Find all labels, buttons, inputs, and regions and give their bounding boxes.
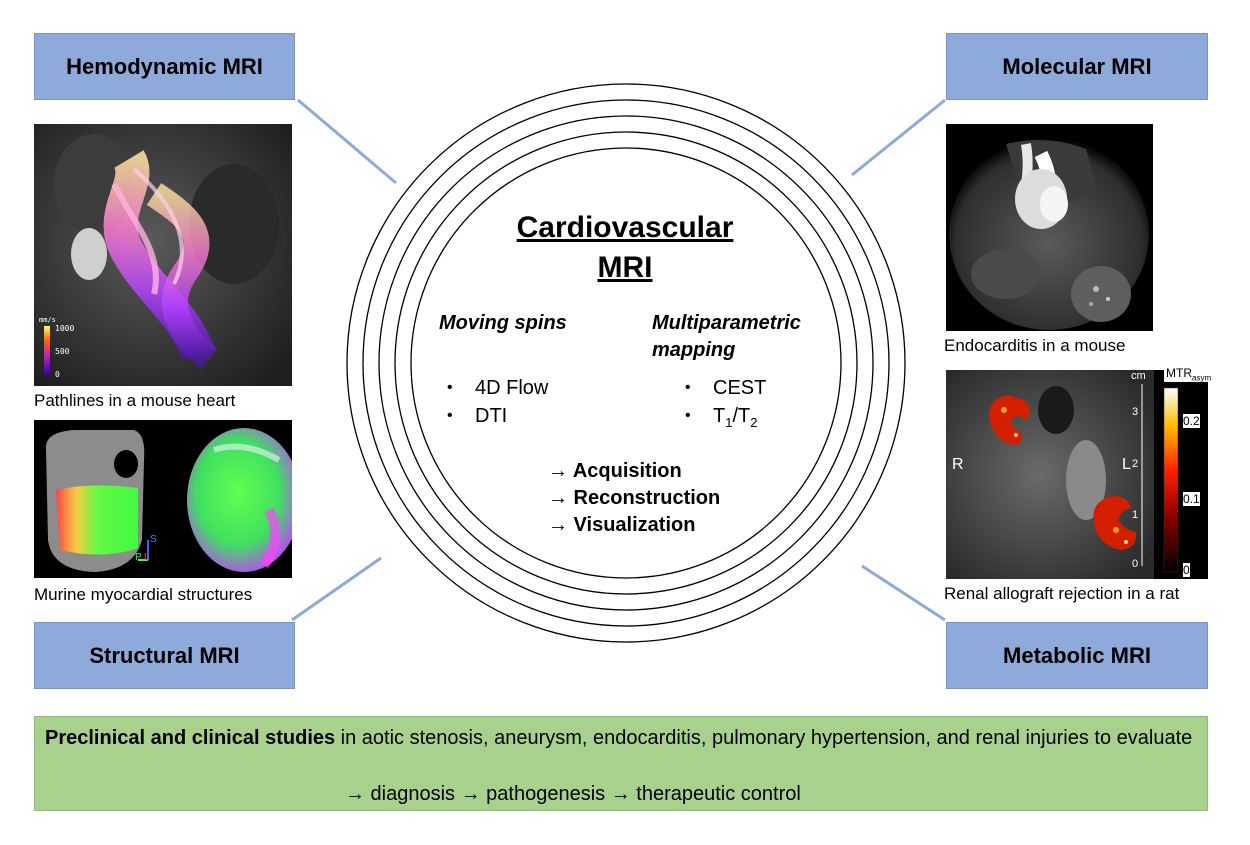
moving-spins-list: 4D Flow DTI [447, 374, 548, 430]
t1-subscript: 1 [725, 415, 733, 430]
pathlines-colorbar-tick-mid: 500 [55, 347, 70, 356]
pathlines-image: mm/s 1000 500 0 [34, 124, 292, 386]
axis-label-l: L [144, 552, 150, 563]
multiparametric-list: CEST T1/T2 [685, 374, 766, 437]
pathlines-caption: Pathlines in a mouse heart [34, 391, 236, 410]
renal-scale-unit: cm [1131, 370, 1146, 382]
structural-mri-box: Structural MRI [34, 622, 295, 689]
endocarditis-caption: Endocarditis in a mouse [944, 336, 1126, 355]
step-reconstruction: → Reconstruction [548, 487, 721, 509]
ring-1 [346, 83, 906, 643]
molecular-mri-label: Molecular MRI [1002, 53, 1152, 79]
axis-label-s: S [150, 534, 157, 545]
list-item: 4D Flow [447, 374, 548, 402]
renal-scale-tick-3: 3 [1132, 406, 1139, 418]
t1-base: T [713, 405, 726, 427]
workflow-steps: → Acquisition → Reconstruction → Visuali… [548, 458, 720, 539]
ring-5 [410, 147, 842, 579]
renal-colorbar-title-base: MTR [1166, 366, 1192, 380]
list-item: T1/T2 [685, 402, 766, 437]
multiparametric-heading-line1: Multiparametric [652, 312, 801, 334]
hemodynamic-mri-box: Hemodynamic MRI [34, 33, 295, 100]
step-visualization: → Visualization [548, 514, 696, 536]
ring-2 [362, 99, 890, 627]
metabolic-mri-label: Metabolic MRI [1003, 642, 1151, 668]
renal-colorbar-tick-02: 0.2 [1183, 414, 1200, 428]
concentric-rings [346, 83, 906, 643]
metabolic-mri-box: Metabolic MRI [946, 622, 1208, 689]
ring-4 [394, 131, 858, 595]
studies-bold-text: Preclinical and clinical studies [45, 727, 336, 749]
renal-image: R L cm 3 2 1 0 [946, 370, 1208, 579]
center-title-line1: Cardiovascular [516, 211, 734, 244]
renal-scale-tick-2: 2 [1132, 458, 1139, 470]
renal-colorbar-title: MTRasym [1164, 366, 1214, 383]
studies-outcomes: → diagnosis → pathogenesis → therapeutic… [345, 783, 801, 805]
pathlines-colorbar-unit: mm/s [39, 316, 56, 324]
connector-structural [291, 556, 382, 622]
pathlines-colorbar-tick-max: 1000 [55, 324, 75, 333]
multiparametric-mapping-heading: Multiparametric mapping [652, 310, 801, 364]
list-item: DTI [447, 402, 548, 430]
endocarditis-image [946, 124, 1153, 331]
renal-colorbar-tick-01: 0.1 [1183, 492, 1200, 506]
myocardial-caption: Murine myocardial structures [34, 585, 253, 604]
t2-subscript: 2 [750, 415, 758, 430]
center-title: Cardiovascular MRI [470, 208, 780, 288]
connector-metabolic [861, 564, 946, 622]
renal-side-right-label: R [952, 456, 964, 473]
moving-spins-heading: Moving spins [439, 312, 567, 334]
renal-side-left-label: L [1122, 456, 1131, 473]
pathlines-colorbar-tick-min: 0 [55, 370, 60, 379]
step-acquisition: → Acquisition [548, 460, 682, 482]
structural-mri-label: Structural MRI [89, 642, 240, 668]
connector-molecular [851, 98, 946, 177]
studies-box: Preclinical and clinical studies in aoti… [34, 716, 1208, 811]
renal-scale-tick-1: 1 [1132, 509, 1139, 521]
renal-caption: Renal allograft rejection in a rat [944, 584, 1180, 603]
multiparametric-heading-line2: mapping [652, 339, 736, 361]
renal-scale-tick-0: 0 [1132, 558, 1139, 570]
t2-base: /T [732, 405, 751, 427]
ring-3 [378, 115, 874, 611]
myocardial-structures-image: P L S [34, 420, 292, 578]
renal-colorbar-tick-0: 0 [1183, 563, 1190, 577]
list-item: CEST [685, 374, 766, 402]
hemodynamic-mri-label: Hemodynamic MRI [66, 53, 263, 79]
connector-hemodynamic [297, 98, 397, 185]
axis-label-p: P [135, 552, 142, 563]
molecular-mri-box: Molecular MRI [946, 33, 1208, 100]
studies-text: in aotic stenosis, aneurysm, endocarditi… [335, 727, 1193, 749]
center-title-line2: MRI [597, 251, 653, 284]
renal-colorbar-title-sub: asym [1192, 373, 1212, 383]
